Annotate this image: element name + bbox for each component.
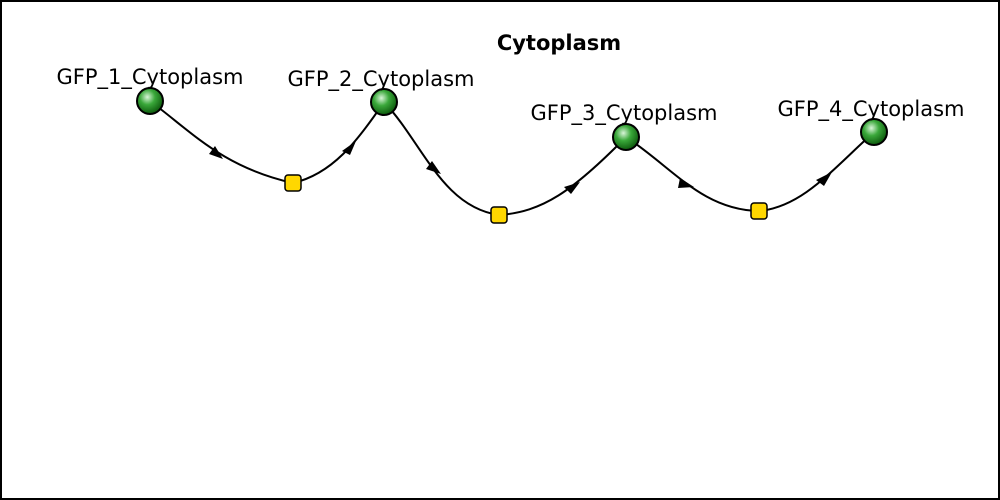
reaction-r3 (625, 131, 875, 220)
species-2-glyph[interactable] (370, 88, 398, 116)
reaction-r1-product-arrow (342, 141, 356, 155)
species-node-2[interactable]: GFP_2_Cytoplasm (288, 67, 475, 116)
reaction-r1-substrate-edge[interactable] (149, 100, 294, 184)
reaction-r2 (383, 101, 627, 224)
reaction-r1-transition[interactable] (284, 174, 302, 192)
reaction-r1 (149, 100, 385, 192)
species-3-glyph[interactable] (612, 123, 640, 151)
reaction-r2-substrate-edge[interactable] (383, 101, 500, 216)
species-node-1[interactable]: GFP_1_Cytoplasm (57, 65, 244, 115)
reaction-r1-product-edge[interactable] (292, 101, 385, 184)
reaction-r3-substrate-arrow (678, 178, 694, 188)
species-1-glyph[interactable] (136, 87, 164, 115)
species-2-label: GFP_2_Cytoplasm (288, 67, 475, 92)
reaction-r3-transition[interactable] (750, 202, 768, 220)
species-node-4[interactable]: GFP_4_Cytoplasm (778, 97, 965, 146)
species-3-label: GFP_3_Cytoplasm (531, 101, 718, 126)
reaction-r2-product-arrow (564, 182, 580, 194)
compartment-title: Cytoplasm (497, 31, 621, 55)
species-1-label: GFP_1_Cytoplasm (57, 65, 244, 90)
reaction-r2-substrate-arrow (426, 161, 441, 174)
reaction-r2-transition[interactable] (490, 206, 508, 224)
reaction-r2-product-edge[interactable] (498, 136, 627, 216)
species-4-glyph[interactable] (860, 118, 888, 146)
reaction-r3-product-arrow (816, 172, 832, 186)
species-node-3[interactable]: GFP_3_Cytoplasm (531, 101, 718, 151)
reaction-r1-substrate-arrow (209, 146, 223, 159)
species-4-label: GFP_4_Cytoplasm (778, 97, 965, 122)
reaction-r3-substrate-edge[interactable] (625, 136, 760, 212)
reaction-r3-product-edge[interactable] (758, 131, 875, 212)
